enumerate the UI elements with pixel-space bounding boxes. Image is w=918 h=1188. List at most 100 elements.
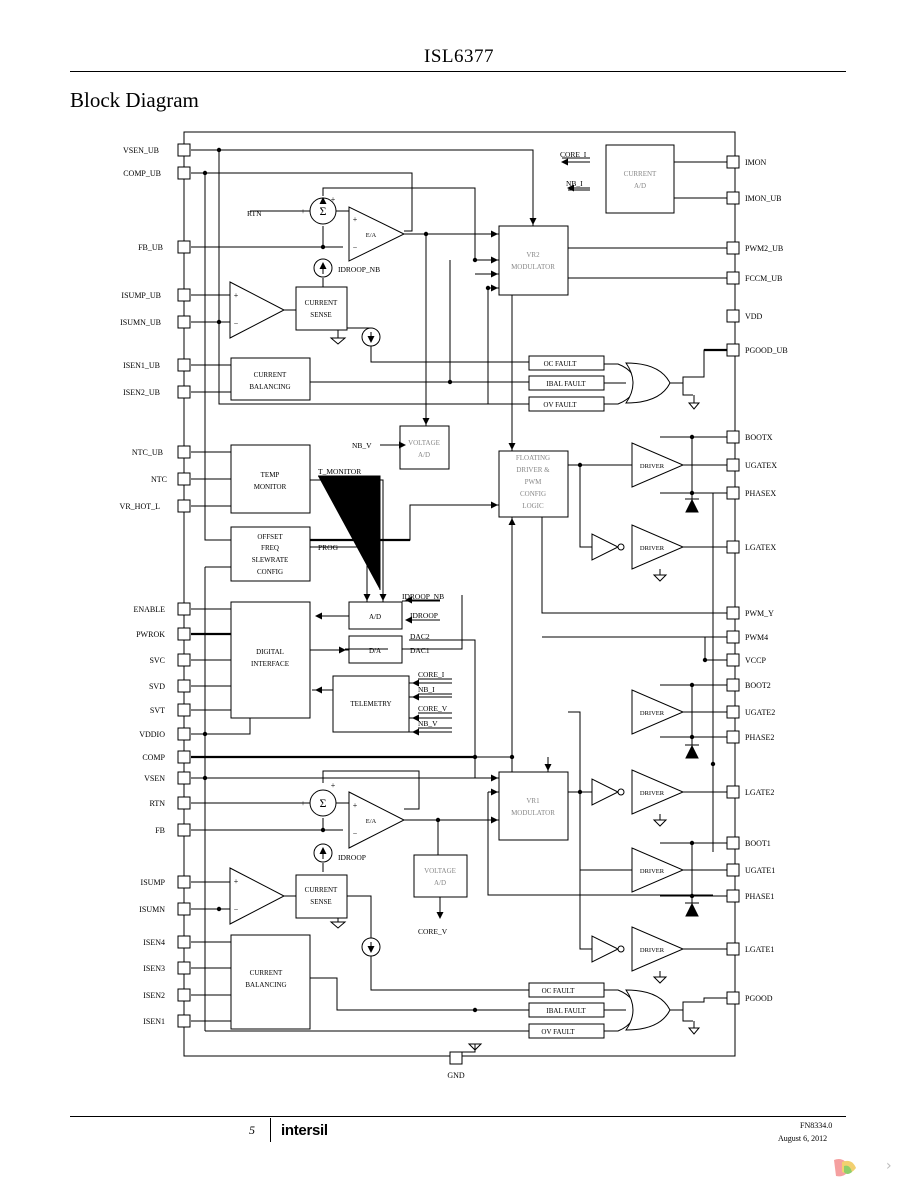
oc-fault-block xyxy=(528,982,605,998)
pin-vdd xyxy=(726,309,740,323)
floating-driver-label-1: FLOATING xyxy=(516,454,550,462)
ov-fault-label: OV FAULT xyxy=(541,1028,575,1036)
temp-monitor-block xyxy=(230,444,311,514)
driver-lgatex-label: DRIVER xyxy=(640,545,665,552)
pin-enable xyxy=(177,602,191,616)
offset-config-label-4: CONFIG xyxy=(257,568,283,576)
sig-rtn: RTN xyxy=(247,209,262,218)
label-fb: FB xyxy=(155,826,165,835)
sig-idroop-nb-ad: IDROOP_NB xyxy=(402,592,444,601)
oc-fault-label: OC FAULT xyxy=(542,987,576,995)
label-isen1-ub: ISEN1_UB xyxy=(123,361,160,370)
pin-pwm2-ub xyxy=(726,241,740,255)
pin-svc xyxy=(177,653,191,667)
diode-2 xyxy=(685,744,699,759)
label-ugatex: UGATEX xyxy=(745,461,777,470)
driver-ugate2 xyxy=(631,689,685,735)
pin-ugatex xyxy=(726,458,740,472)
label-lgate1: LGATE1 xyxy=(745,945,774,954)
label-phasex: PHASEX xyxy=(745,489,776,498)
diode-x xyxy=(685,498,699,513)
label-lgate2: LGATE2 xyxy=(745,788,774,797)
driver-lgate2-label: DRIVER xyxy=(640,790,665,797)
ea-ub-label: E/A xyxy=(366,232,377,239)
pin-comp-ub xyxy=(177,166,191,180)
offset-config-label-2: FREQ xyxy=(261,544,279,552)
pin-phase2 xyxy=(726,730,740,744)
label-ntc-ub: NTC_UB xyxy=(132,448,163,457)
isum-ub-minus: − xyxy=(234,319,239,328)
vr2-label-2: MODULATOR xyxy=(511,263,555,271)
pin-isumn-ub xyxy=(177,315,191,329)
current-balancing-block xyxy=(230,934,311,1030)
current-balancing-ub-label-2: BALANCING xyxy=(249,383,290,391)
pin-isump xyxy=(177,875,191,889)
pin-pgood-ub xyxy=(726,343,740,357)
label-gnd: GND xyxy=(447,1071,465,1080)
label-fb-ub: FB_UB xyxy=(138,243,163,252)
voltage-ad-label-1: VOLTAGE xyxy=(424,867,456,875)
inverter-lgate1-bubble xyxy=(617,945,625,953)
driver-lgatex xyxy=(631,524,685,570)
sig-idroop-ad: IDROOP xyxy=(410,611,438,620)
label-rtn: RTN xyxy=(149,799,165,808)
sig-idroop: IDROOP xyxy=(338,853,366,862)
pin-comp xyxy=(177,750,191,764)
digital-interface-block xyxy=(230,601,311,719)
label-isen1: ISEN1 xyxy=(143,1017,165,1026)
label-pgood-ub: PGOOD_UB xyxy=(745,346,788,355)
document-date: August 6, 2012 xyxy=(778,1134,828,1143)
label-phase1: PHASE1 xyxy=(745,892,774,901)
offset-config-label-3: SLEWRATE xyxy=(252,556,289,564)
label-isen3: ISEN3 xyxy=(143,964,165,973)
floating-driver-label-3: PWM xyxy=(525,478,543,486)
voltage-ad-label-2: A/D xyxy=(434,879,446,887)
digital-interface-label-2: INTERFACE xyxy=(251,660,289,668)
pin-isen1-ub xyxy=(177,358,191,372)
label-pwm2-ub: PWM2_UB xyxy=(745,244,783,253)
ad-label: A/D xyxy=(369,613,381,621)
sum-ub-plus-left: + xyxy=(301,207,306,216)
label-svc: SVC xyxy=(149,656,165,665)
page-header-title: ISL6377 xyxy=(424,46,494,67)
pin-ugate2 xyxy=(726,705,740,719)
next-page-button[interactable]: › xyxy=(886,1158,892,1174)
sig-nb-v-tel: NB_V xyxy=(418,719,438,728)
sigma: Σ xyxy=(320,796,327,810)
label-svt: SVT xyxy=(150,706,165,715)
pin-fb-ub xyxy=(177,240,191,254)
pin-lgate2 xyxy=(726,785,740,799)
temp-monitor-label-2: MONITOR xyxy=(254,483,287,491)
isum-ub-plus: + xyxy=(234,291,239,300)
voltage-ad-ub-block xyxy=(399,425,450,470)
pin-vsen-ub xyxy=(177,143,191,157)
or-gate xyxy=(625,989,671,1031)
section-title: Block Diagram xyxy=(70,88,199,112)
pin-pwrok xyxy=(177,627,191,641)
sig-prog: PROG xyxy=(318,543,339,552)
sum-ub-plus-top: + xyxy=(331,195,336,204)
ov-fault-block xyxy=(528,1023,605,1039)
label-lgatex: LGATEX xyxy=(745,543,776,552)
label-svd: SVD xyxy=(149,682,165,691)
sig-core-v-tel: CORE_V xyxy=(418,704,448,713)
pin-isen3 xyxy=(177,961,191,975)
label-pwm-y: PWM_Y xyxy=(745,609,774,618)
pin-pwm4 xyxy=(726,630,740,644)
oc-fault-ub-block xyxy=(528,355,605,371)
vr1-label-1: VR1 xyxy=(526,797,540,805)
current-balancing-label-1: CURRENT xyxy=(250,969,283,977)
sum-plus-left: + xyxy=(301,799,306,808)
sig-nb-i-top: NB_I xyxy=(566,179,583,188)
label-vsen: VSEN xyxy=(144,774,165,783)
inverter-lgate2-bubble xyxy=(617,788,625,796)
oc-fault-ub-label: OC FAULT xyxy=(544,360,578,368)
viewer-logo-icon[interactable] xyxy=(830,1152,860,1182)
label-ntc: NTC xyxy=(151,475,167,484)
isum-ub-amp xyxy=(229,281,286,339)
current-sense-ub-label-1: CURRENT xyxy=(305,299,338,307)
vr2-modulator-block xyxy=(498,225,569,296)
pin-pwm-y xyxy=(726,606,740,620)
ov-fault-ub-block xyxy=(528,396,605,412)
sig-core-v: CORE_V xyxy=(418,927,448,936)
